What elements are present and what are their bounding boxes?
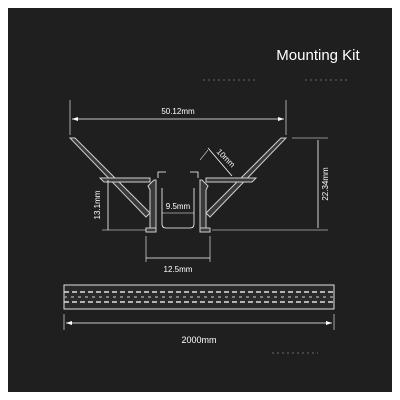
page-title: Mounting Kit [276, 47, 360, 64]
inner-width-label: 9.5mm [166, 202, 191, 211]
profile-cross-section [68, 137, 288, 233]
arrow-left-icon [66, 321, 72, 325]
profile-channel-left-wall [147, 179, 157, 231]
profile-channel-right-wall [199, 179, 209, 231]
top-width-label: 50.12mm [161, 107, 195, 116]
wing-length-label: 10mm [215, 147, 237, 169]
profile-left-foot [145, 227, 157, 233]
profile-right-clip [190, 171, 199, 178]
profile-side-view [63, 284, 335, 310]
profile-right-flange [205, 177, 258, 183]
profile-inner-channel [161, 188, 195, 229]
length-label: 2000mm [181, 335, 216, 345]
profile-left-clip [157, 171, 166, 178]
flange-height-label: 13.1mm [93, 190, 102, 219]
profile-left-flange [98, 177, 151, 183]
arrow-right-icon [278, 117, 284, 121]
arrow-right-icon [326, 321, 332, 325]
wing-length-tick-top [199, 149, 209, 161]
total-height-label: 22.34mm [321, 167, 330, 201]
arrow-left-icon [72, 117, 78, 121]
profile-right-foot [199, 227, 211, 233]
base-width-label: 12.5mm [164, 265, 193, 274]
wing-length-dimension-line [207, 147, 233, 177]
